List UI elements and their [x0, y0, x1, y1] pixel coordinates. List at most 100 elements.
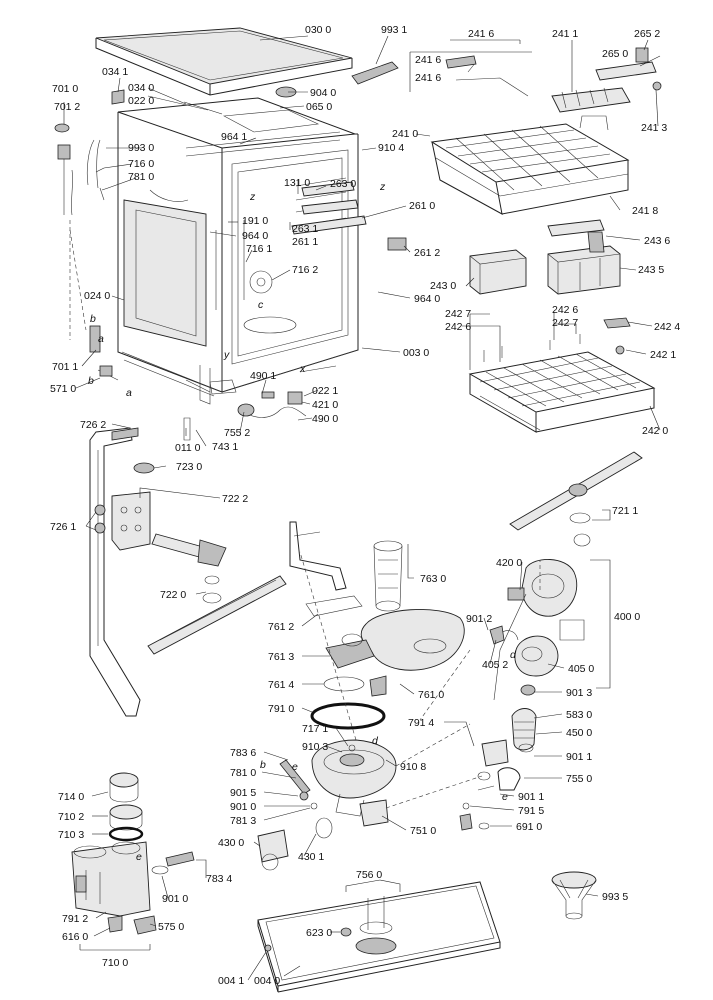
label-405-2: 405 2 — [482, 659, 508, 671]
label-910-3: 910 3 — [302, 741, 328, 753]
label-901-2: 901 2 — [466, 613, 492, 625]
letter-a: a — [98, 333, 104, 345]
reference-lines — [69, 229, 541, 809]
label-993-1: 993 1 — [381, 24, 407, 36]
salt-funnel — [551, 871, 597, 920]
label-450-0: 450 0 — [566, 727, 592, 739]
letter-b: b — [90, 313, 96, 325]
label-242-4: 242 4 — [654, 321, 680, 333]
label-243-0: 243 0 — [430, 280, 456, 292]
label-701-2: 701 2 — [54, 101, 80, 113]
label-242-6-b: 242 6 — [552, 304, 578, 316]
connection-letters: b a b a c z z y x e d d e b e — [88, 181, 517, 863]
label-241-3: 241 3 — [641, 122, 667, 134]
lower-arm-tube — [289, 521, 347, 591]
label-901-0-a: 901 0 — [230, 801, 256, 813]
letter-a: a — [126, 387, 132, 399]
label-623-0: 623 0 — [306, 927, 332, 939]
label-241-6-mid: 241 6 — [415, 54, 441, 66]
letter-z: z — [249, 191, 256, 203]
spray-distributor — [111, 491, 227, 604]
label-004-0: 004 0 — [254, 975, 280, 987]
label-964-1: 964 1 — [221, 131, 247, 143]
coarse-filter-parts — [305, 595, 387, 697]
label-241-6-low: 241 6 — [415, 72, 441, 84]
label-993-0: 993 0 — [128, 142, 154, 154]
label-716-2: 716 2 — [292, 264, 318, 276]
label-261-2: 261 2 — [414, 247, 440, 259]
letter-b: b — [88, 375, 94, 387]
pressure-sensor — [257, 817, 333, 871]
label-261-0: 261 0 — [409, 200, 435, 212]
label-722-2: 722 2 — [222, 493, 248, 505]
label-243-6: 243 6 — [644, 235, 670, 247]
label-131-0: 131 0 — [284, 177, 310, 189]
label-263-0: 263 0 — [330, 178, 356, 190]
label-910-8: 910 8 — [400, 761, 426, 773]
label-901-5: 901 5 — [230, 787, 256, 799]
label-901-0-b: 901 0 — [162, 893, 188, 905]
label-583-0: 583 0 — [566, 709, 592, 721]
upper-spray-arm — [509, 451, 643, 547]
motor-and-wiring — [183, 365, 337, 441]
label-714-0: 714 0 — [58, 791, 84, 803]
small-fittings-top — [54, 86, 297, 133]
label-781-0-top: 781 0 — [128, 171, 154, 183]
water-softener — [71, 772, 195, 935]
label-781-0-b: 781 0 — [230, 767, 256, 779]
label-710-3: 710 3 — [58, 829, 84, 841]
label-717-1: 717 1 — [302, 723, 328, 735]
label-242-0: 242 0 — [642, 425, 668, 437]
base-plate — [257, 881, 501, 993]
label-616-0: 616 0 — [62, 931, 88, 943]
label-901-1-b: 901 1 — [518, 791, 544, 803]
label-241-0: 241 0 — [392, 128, 418, 140]
part-labels: 030 0 993 1 241 6 241 1 265 2 034 1 241 … — [50, 24, 680, 987]
label-421-0: 421 0 — [312, 399, 338, 411]
rack-rails — [291, 181, 407, 251]
label-241-8: 241 8 — [632, 205, 658, 217]
label-791-2: 791 2 — [62, 913, 88, 925]
label-901-1-a: 901 1 — [566, 751, 592, 763]
label-490-1: 490 1 — [250, 370, 276, 382]
label-791-4: 791 4 — [408, 717, 434, 729]
label-993-5: 993 5 — [602, 891, 628, 903]
letter-d: d — [372, 735, 379, 747]
label-701-0: 701 0 — [52, 83, 78, 95]
label-034-0: 034 0 — [128, 82, 154, 94]
label-024-0: 024 0 — [84, 290, 110, 302]
label-763-0: 763 0 — [420, 573, 446, 585]
label-265-0: 265 0 — [602, 48, 628, 60]
dishwasher-cabinet — [117, 97, 359, 405]
label-241-6-top: 241 6 — [468, 28, 494, 40]
label-490-0: 490 0 — [312, 413, 338, 425]
label-710-0: 710 0 — [102, 957, 128, 969]
label-430-0: 430 0 — [218, 837, 244, 849]
label-243-5: 243 5 — [638, 264, 664, 276]
circulation-pump — [489, 559, 585, 701]
sump-seal-ring — [310, 702, 386, 730]
label-420-0: 420 0 — [496, 557, 522, 569]
label-904-0: 904 0 — [310, 87, 336, 99]
hose-assembly-left — [57, 139, 119, 381]
label-691-0: 691 0 — [516, 821, 542, 833]
label-242-7-b: 242 7 — [552, 317, 578, 329]
filter-cylinder — [373, 540, 403, 612]
upper-basket — [430, 47, 662, 215]
label-191-0: 191 0 — [242, 215, 268, 227]
label-242-1: 242 1 — [650, 349, 676, 361]
label-726-1: 726 1 — [50, 521, 76, 533]
label-716-0: 716 0 — [128, 158, 154, 170]
letter-x: x — [299, 363, 306, 375]
label-751-0: 751 0 — [410, 825, 436, 837]
label-721-1: 721 1 — [612, 505, 638, 517]
label-265-2: 265 2 — [634, 28, 660, 40]
letter-e: e — [292, 761, 298, 773]
label-726-2: 726 2 — [80, 419, 106, 431]
lower-spray-arm — [147, 575, 287, 655]
drain-hose-and-pump — [459, 684, 537, 831]
label-242-6-a: 242 6 — [445, 321, 471, 333]
label-761-0: 761 0 — [418, 689, 444, 701]
label-034-1: 034 1 — [102, 66, 128, 78]
